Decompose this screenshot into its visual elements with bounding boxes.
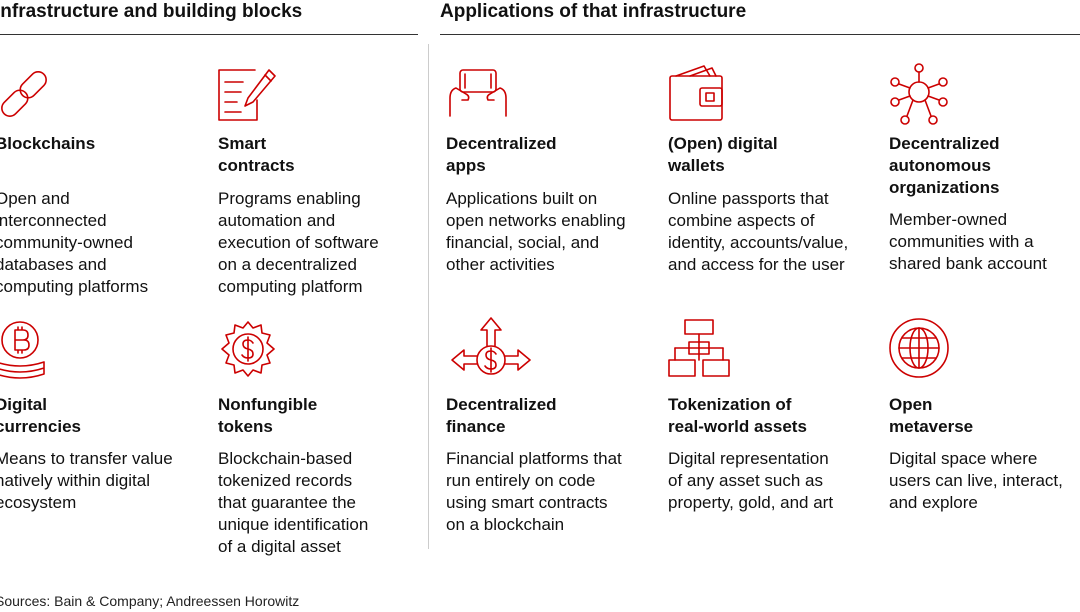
- chain-link-icon: [0, 62, 56, 126]
- hierarchy-blocks-icon: [667, 318, 731, 382]
- item-title: Decentralized apps: [446, 134, 557, 175]
- item-description: Programs enabling automation and executi…: [218, 189, 379, 296]
- right-section-title: Applications of that infrastructure: [440, 1, 747, 22]
- item-title: (Open) digital wallets: [668, 134, 778, 175]
- globe-icon: [887, 316, 951, 380]
- item-description: Means to transfer value natively within …: [0, 449, 173, 512]
- item-title: Open metaverse: [889, 395, 974, 436]
- left-section-title: Infrastructure and building blocks: [0, 1, 303, 22]
- item-description: Digital space where users can live, inte…: [889, 449, 1063, 512]
- item-title: Decentralized finance: [446, 395, 557, 436]
- item-title: Nonfungible tokens: [218, 395, 318, 436]
- item-title: Smart contracts: [218, 134, 295, 175]
- network-hub-icon: [887, 62, 951, 126]
- item-description: Blockchain-based tokenized records that …: [218, 449, 369, 556]
- hands-phone-icon: [446, 62, 510, 126]
- bitcoin-coins-icon: [0, 318, 52, 382]
- dollar-arrows-icon: [446, 316, 531, 380]
- source-note: Sources: Bain & Company; Andreessen Horo…: [0, 593, 300, 609]
- item-title: Tokenization of real-world assets: [668, 395, 807, 436]
- wallet-icon: [666, 62, 730, 126]
- item-title: Blockchains: [0, 134, 96, 153]
- section-divider: [428, 44, 429, 549]
- item-description: Digital representation of any asset such…: [668, 449, 834, 512]
- dollar-gear-icon: [216, 318, 280, 382]
- contract-pen-icon: [215, 62, 279, 126]
- left-section-rule: [0, 34, 418, 35]
- item-title: Digital currencies: [0, 395, 81, 436]
- item-description: Financial platforms that run entirely on…: [446, 449, 622, 534]
- item-description: Member-owned communities with a shared b…: [889, 210, 1047, 273]
- item-title: Decentralized autonomous organizations: [889, 134, 1000, 197]
- item-description: Applications built on open networks enab…: [446, 189, 626, 274]
- item-description: Open and interconnected community-owned …: [0, 189, 149, 296]
- item-description: Online passports that combine aspects of…: [668, 189, 849, 274]
- right-section-rule: [440, 34, 1080, 35]
